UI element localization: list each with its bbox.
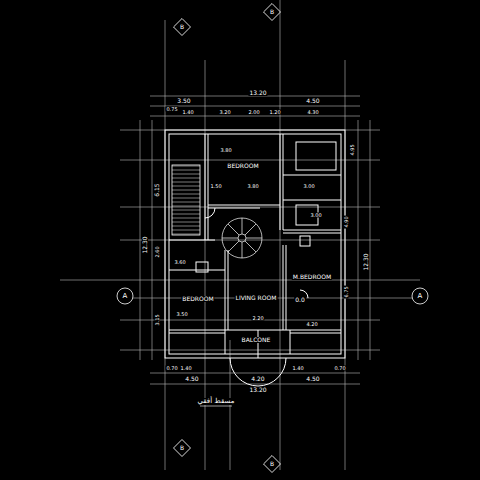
dimension-text: 4.50: [305, 376, 320, 382]
room-name: BALCONE: [241, 337, 272, 343]
dimension-text: 3.80: [246, 184, 259, 189]
dimension-text: 13.20: [248, 387, 267, 393]
dimension-text: 1.50: [209, 184, 222, 189]
walls: [165, 130, 345, 386]
dimension-text: 6.15: [154, 182, 160, 197]
section-marker-label: A: [122, 293, 129, 300]
dimension-text: 2.20: [251, 316, 264, 321]
dimension-text: 3.80: [219, 148, 232, 153]
grid-lines: [60, 0, 420, 470]
dimension-text: 1.40: [179, 366, 192, 371]
dimension-text: 13.20: [248, 90, 267, 96]
caption-underline: [200, 406, 232, 407]
stair-flight: [172, 165, 200, 235]
dimension-text: 0.0: [294, 297, 306, 303]
dimension-text: 0.70: [165, 366, 178, 371]
dimension-text: 6.75: [344, 285, 349, 298]
dimension-text: 4.20: [305, 322, 318, 327]
section-marker-label: B: [269, 9, 275, 15]
dimension-text: 3.50: [176, 98, 191, 104]
dimension-text: 0.75: [165, 107, 178, 112]
dimension-text: 2.60: [155, 245, 160, 258]
dimension-text: 2.00: [247, 110, 260, 115]
dimension-text: 3.15: [155, 313, 160, 326]
dimension-text: 1.40: [291, 366, 304, 371]
dimension-text: 3.00: [309, 213, 322, 218]
dimension-text: 12.30: [363, 252, 369, 271]
dimension-text: 12.30: [142, 235, 148, 254]
dimension-text: 4.50: [305, 98, 320, 104]
dimension-text: 3.00: [302, 184, 315, 189]
section-markers: [117, 4, 428, 473]
dimension-text: 4.30: [306, 110, 319, 115]
room-name: BEDROOM: [226, 163, 259, 169]
dimension-text: 1.40: [181, 110, 194, 115]
drawing-caption: مسقط أفقي: [197, 398, 234, 405]
dimension-text: 3.20: [218, 110, 231, 115]
dimension-text: 3.60: [173, 260, 186, 265]
dimension-text: 4.90: [344, 215, 349, 228]
dimension-text: 4.20: [250, 376, 265, 382]
room-name: LIVING ROOM: [235, 295, 278, 301]
section-marker-label: B: [179, 445, 185, 451]
dimension-text: 3.50: [175, 312, 188, 317]
dimension-text: 4.95: [350, 143, 355, 156]
dimension-text: 0.70: [333, 366, 346, 371]
section-marker-label: B: [269, 461, 275, 467]
section-marker-label: A: [417, 293, 424, 300]
dimension-text: 4.50: [184, 376, 199, 382]
room-name: BEDROOM: [181, 296, 214, 302]
section-marker-label: B: [179, 24, 185, 30]
spiral-stair: [222, 218, 262, 258]
room-name: M.BEDROOM: [292, 274, 332, 280]
dimension-text: 1.20: [268, 110, 281, 115]
